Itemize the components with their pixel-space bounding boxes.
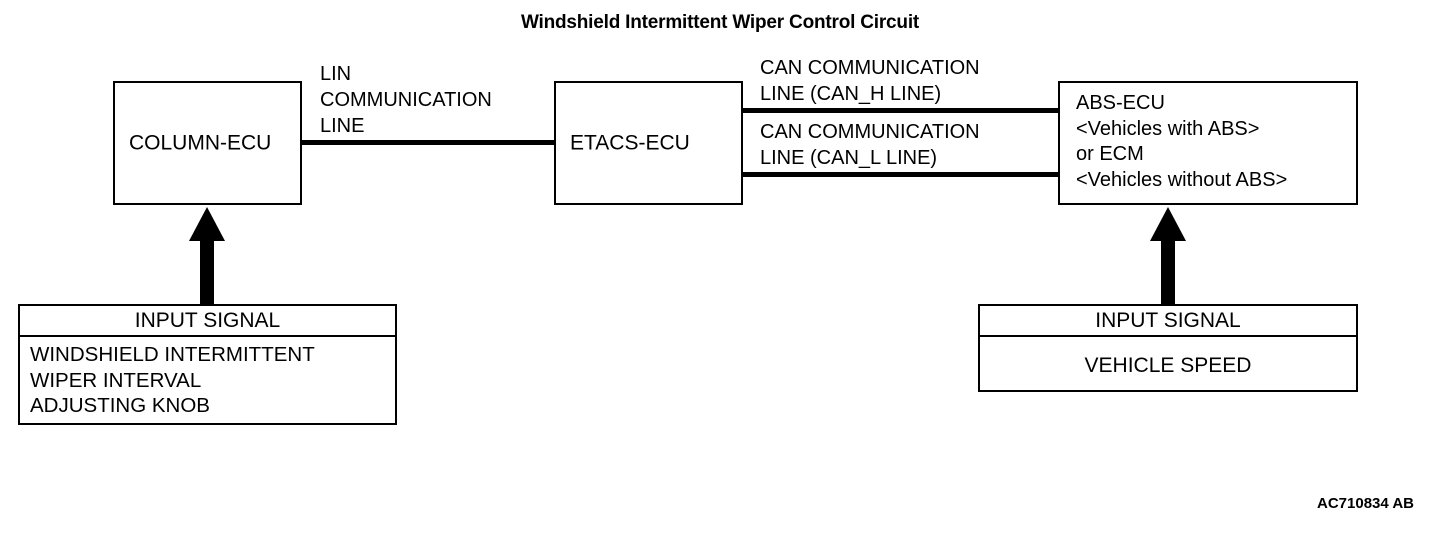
lin-label-line-3: LINE — [320, 115, 365, 137]
arrow-head — [1150, 207, 1186, 241]
arrow-shaft — [1161, 239, 1175, 304]
etacs-ecu-label: ETACS-ECU — [570, 131, 690, 155]
abs-ecu-line-3: or ECM — [1076, 143, 1144, 165]
right-input-signal-body: VEHICLE SPEED — [980, 337, 1356, 392]
left-input-signal-box: INPUT SIGNAL WINDSHIELD INTERMITTENT WIP… — [18, 304, 397, 425]
left-input-signal-header: INPUT SIGNAL — [20, 306, 395, 337]
can-h-communication-line-label: CAN COMMUNICATION LINE (CAN_H LINE) — [760, 55, 980, 107]
left-input-signal-line-1: WINDSHIELD INTERMITTENT — [30, 343, 315, 366]
can-l-label-line-1: CAN COMMUNICATION — [760, 121, 980, 143]
can-l-label-line-2: LINE (CAN_L LINE) — [760, 147, 938, 169]
abs-ecu-label-block: ABS-ECU <Vehicles with ABS> or ECM <Vehi… — [1076, 91, 1287, 193]
can-h-label-line-2: LINE (CAN_H LINE) — [760, 83, 942, 105]
arrow-head — [189, 207, 225, 241]
can-h-communication-line — [741, 108, 1060, 113]
lin-label-line-1: LIN — [320, 63, 352, 85]
column-ecu-label: COLUMN-ECU — [129, 131, 272, 155]
right-input-signal-line-1: VEHICLE SPEED — [1084, 354, 1252, 377]
right-input-signal-header: INPUT SIGNAL — [980, 306, 1356, 337]
can-l-communication-line — [741, 172, 1060, 177]
left-input-signal-arrow-icon — [189, 207, 225, 304]
diagram-reference-code: AC710834 AB — [1317, 495, 1414, 512]
abs-ecu-box: ABS-ECU <Vehicles with ABS> or ECM <Vehi… — [1058, 81, 1358, 205]
abs-ecu-line-4: <Vehicles without ABS> — [1076, 168, 1288, 191]
lin-label-line-2: COMMUNICATION — [320, 89, 492, 111]
left-input-signal-line-2: WIPER INTERVAL — [30, 368, 202, 392]
diagram-title: Windshield Intermittent Wiper Control Ci… — [520, 12, 920, 33]
abs-ecu-line-1: ABS-ECU — [1076, 92, 1165, 114]
lin-communication-line-label: LIN COMMUNICATION LINE — [320, 61, 492, 139]
can-h-label-line-1: CAN COMMUNICATION — [760, 57, 980, 79]
left-input-signal-line-3: ADJUSTING KNOB — [30, 394, 210, 417]
right-input-signal-box: INPUT SIGNAL VEHICLE SPEED — [978, 304, 1358, 392]
etacs-ecu-box: ETACS-ECU — [554, 81, 743, 205]
left-input-signal-body: WINDSHIELD INTERMITTENT WIPER INTERVAL A… — [20, 337, 395, 423]
column-ecu-box: COLUMN-ECU — [113, 81, 302, 205]
abs-ecu-line-2: <Vehicles with ABS> — [1076, 117, 1260, 140]
right-input-signal-arrow-icon — [1150, 207, 1186, 304]
arrow-shaft — [200, 239, 214, 304]
lin-communication-line — [300, 140, 556, 145]
can-l-communication-line-label: CAN COMMUNICATION LINE (CAN_L LINE) — [760, 119, 980, 171]
